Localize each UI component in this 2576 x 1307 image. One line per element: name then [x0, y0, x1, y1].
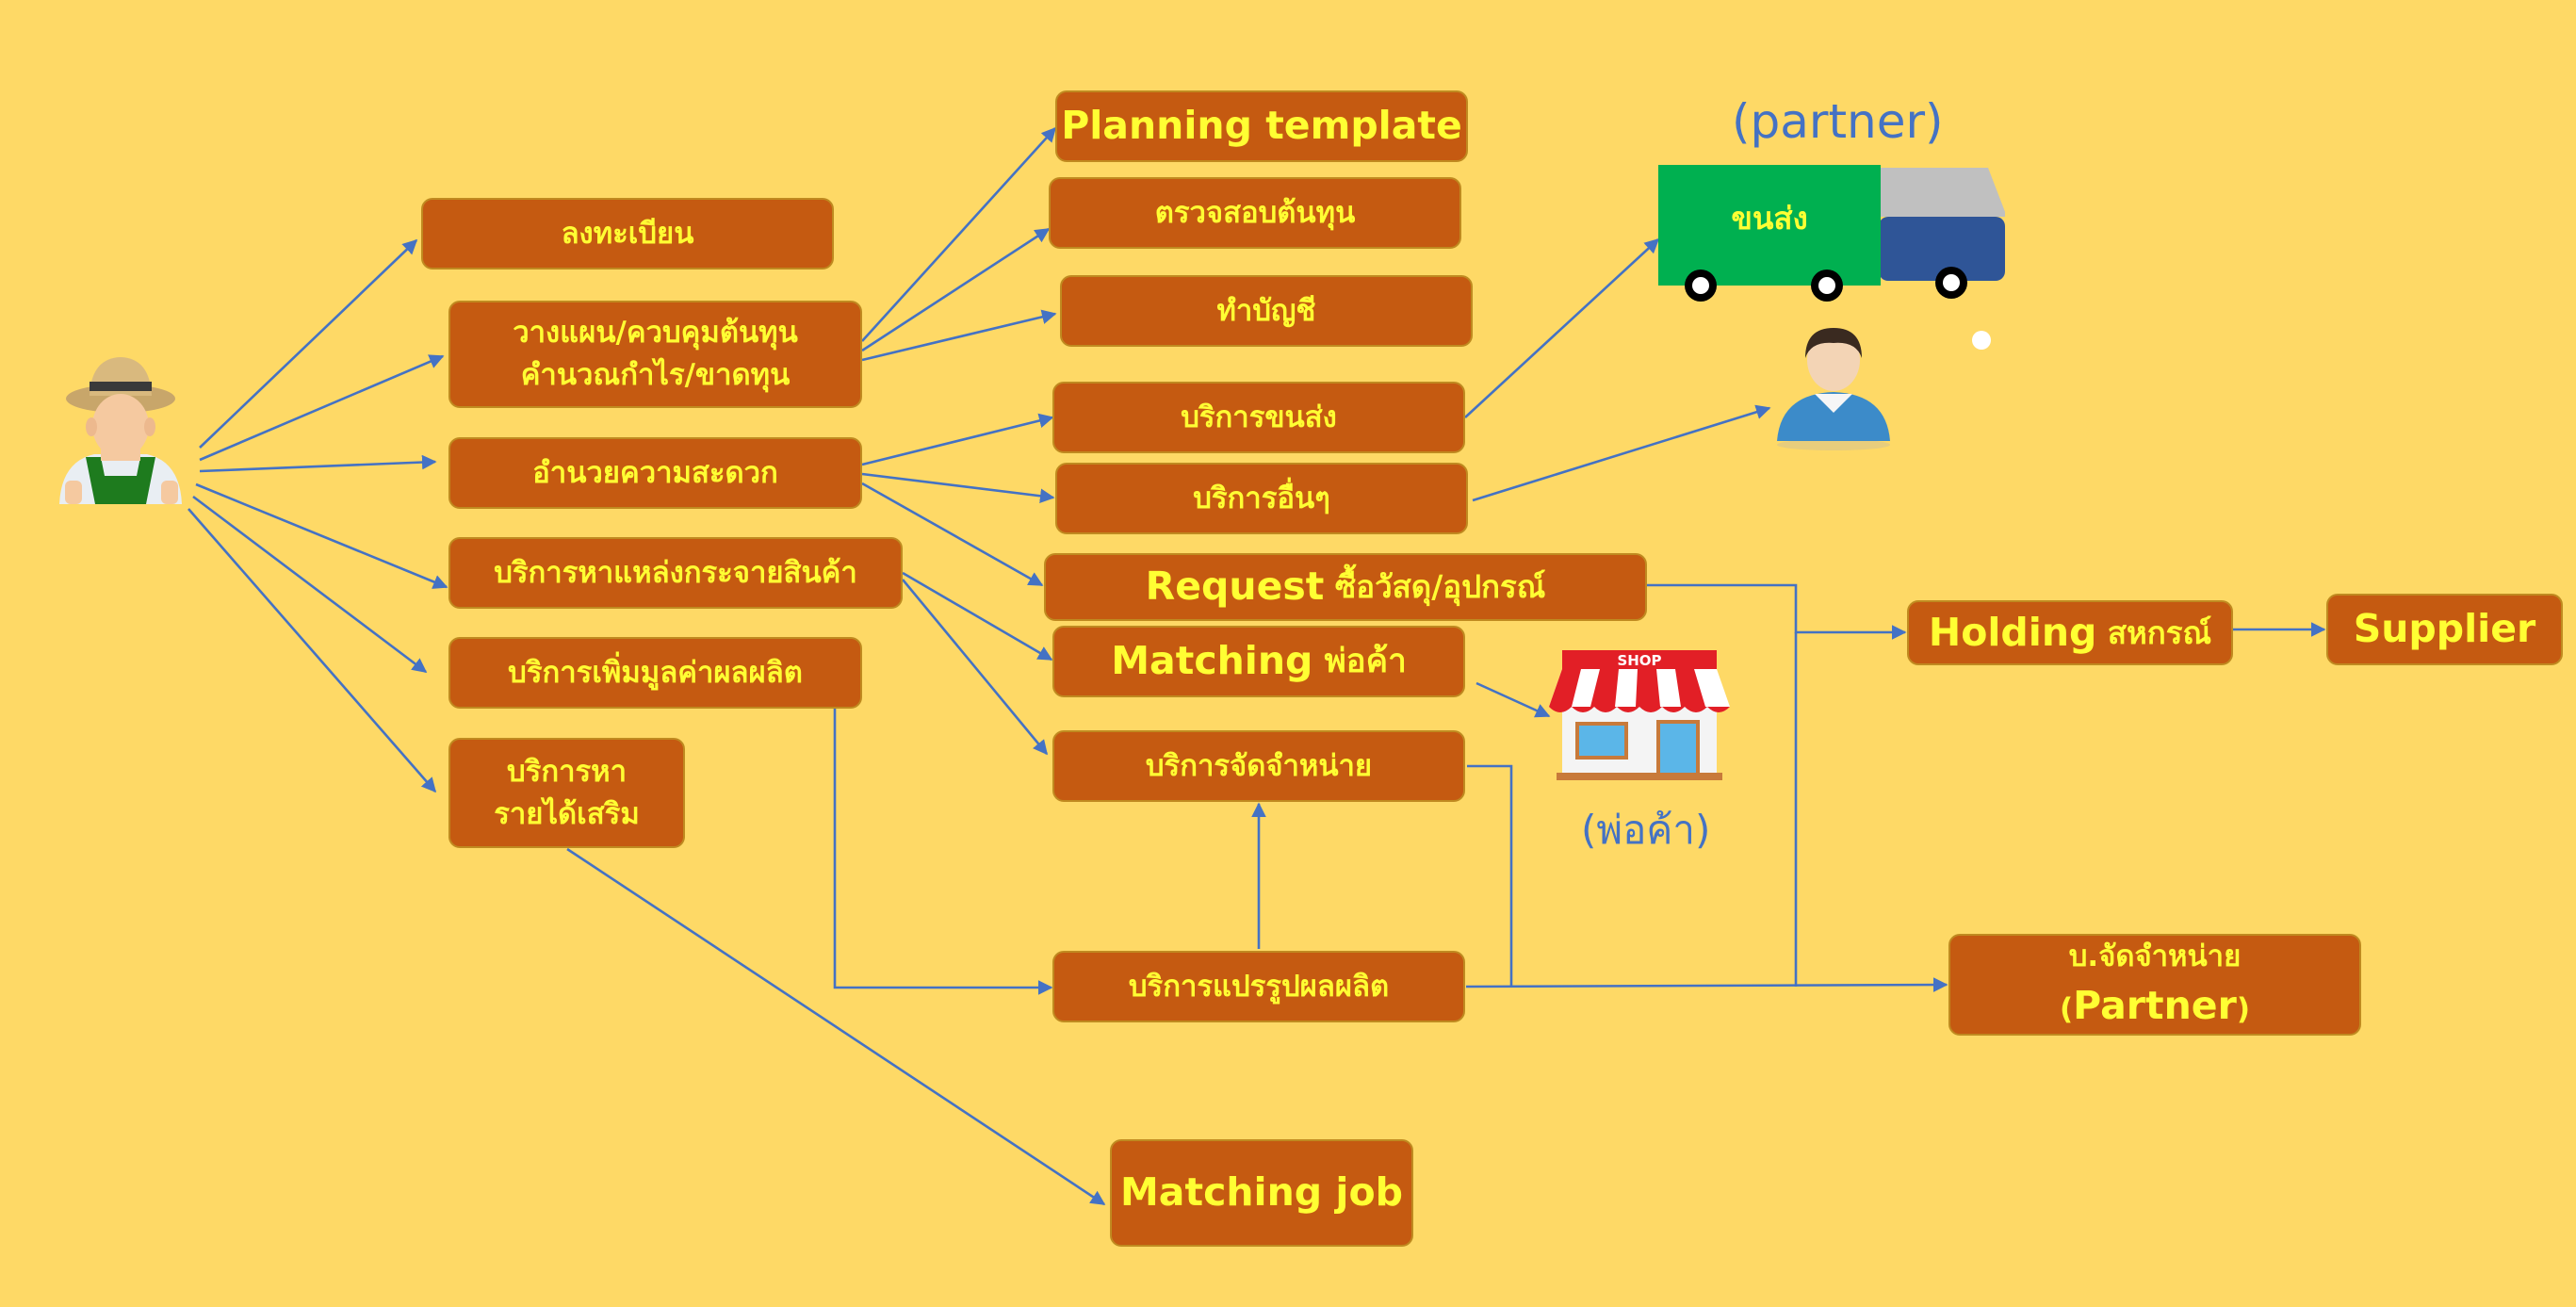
matching-merchant-box[interactable]: Matching พ่อค้า — [1052, 626, 1465, 697]
arrow-conv-other — [861, 472, 1055, 504]
arrow-other-person — [1472, 404, 1771, 502]
extra-income-box[interactable]: บริการหา รายได้เสริม — [448, 738, 685, 848]
shop-icon: SHOP — [1549, 650, 1730, 782]
partner-label: (partner) — [1732, 94, 1944, 149]
arrow-plan-template — [861, 126, 1057, 342]
arrow-farmer-plan — [199, 354, 445, 462]
arrow-dist-service — [901, 579, 1049, 756]
other-services-label: บริการอื่นๆ — [1193, 481, 1330, 515]
shop-graphic — [1549, 650, 1730, 780]
check-cost-box[interactable]: ตรวจสอบต้นทุน — [1049, 177, 1461, 249]
truck-label: ขนส่ง — [1731, 200, 1808, 237]
accounting-label: ทำบัญชี — [1216, 293, 1316, 328]
extra-income-label-1: บริการหา — [507, 754, 627, 789]
add-value-label: บริการเพิ่มมูลค่าผลผลิต — [508, 655, 803, 690]
arrow-transport-truck — [1464, 237, 1660, 418]
distribution-service-label: บริการจัดจำหน่าย — [1145, 748, 1373, 783]
find-distribution-label: บริการหาแหล่งกระจายสินค้า — [494, 555, 857, 590]
plan-cost-label-1: วางแผน/ควบคุมต้นทุน — [513, 316, 798, 351]
truck-graphic — [1658, 165, 2005, 302]
plan-cost-label-2: คำนวณกำไร/ขาดทุน — [520, 358, 791, 392]
arrow-plan-checkcost — [861, 227, 1051, 352]
matching-job-box[interactable]: Matching job — [1110, 1139, 1413, 1247]
supplier-label: Supplier — [2353, 606, 2536, 652]
merchant-label: (พ่อค้า) — [1581, 807, 1711, 853]
decor-dot — [1972, 331, 1991, 350]
distributor-label-1: บ.จัดจำหน่าย — [2068, 939, 2242, 973]
register-box[interactable]: ลงทะเบียน — [421, 198, 834, 270]
holding-suffix: สหกรณ์ — [2096, 613, 2212, 651]
distributor-open: ( — [2060, 991, 2074, 1026]
request-suffix: ซื้อวัสดุ/อุปกรณ์ — [1324, 568, 1546, 606]
arrow-request-holding — [1647, 583, 1907, 640]
farmer-icon — [59, 357, 182, 504]
arrow-farmer-extraincome — [187, 508, 437, 793]
connector-distservice-down — [1467, 764, 1513, 987]
matching-suffix: พ่อค้า — [1312, 642, 1407, 680]
processing-label: บริการแปรรูปผลผลิต — [1128, 969, 1390, 1004]
other-services-box[interactable]: บริการอื่นๆ — [1055, 463, 1468, 534]
holding-box[interactable]: Holding สหกรณ์ — [1907, 600, 2233, 665]
transport-service-box[interactable]: บริการขนส่ง — [1052, 382, 1465, 453]
matching-job-label: Matching job — [1120, 1169, 1403, 1216]
distribution-service-box[interactable]: บริการจัดจำหน่าย — [1052, 730, 1465, 802]
request-box[interactable]: Request ซื้อวัสดุ/อุปกรณ์ — [1044, 553, 1647, 621]
accounting-box[interactable]: ทำบัญชี — [1060, 275, 1473, 347]
distributor-close: ) — [2236, 991, 2250, 1026]
processing-box[interactable]: บริการแปรรูปผลผลิต — [1052, 951, 1465, 1022]
extra-income-label-2: รายได้เสริม — [494, 796, 640, 831]
holding-prefix: Holding — [1928, 609, 2097, 655]
shop-sign: SHOP — [1617, 652, 1662, 669]
arrow-processing-distributor — [1465, 977, 1948, 992]
distributor-box[interactable]: บ.จัดจำหน่าย (Partner) — [1948, 934, 2361, 1036]
arrow-extraincome-matchingjob — [566, 847, 1106, 1206]
supplier-box[interactable]: Supplier — [2326, 594, 2563, 665]
truck-icon: ขนส่ง — [1656, 165, 2005, 306]
arrow-conv-transport — [861, 413, 1054, 466]
arrow-conv-request — [861, 482, 1044, 587]
distributor-label-2-wrap: (Partner) — [2060, 978, 2250, 1034]
matching-prefix: Matching — [1111, 638, 1313, 684]
convenience-box[interactable]: อำนวยความสะดวก — [448, 437, 862, 509]
arrow-addvalue-processing — [833, 709, 1053, 995]
arrow-farmer-distribution — [195, 482, 448, 589]
person-icon — [1777, 328, 1890, 450]
check-cost-label: ตรวจสอบต้นทุน — [1154, 195, 1356, 230]
register-label: ลงทะเบียน — [561, 216, 694, 251]
transport-service-label: บริการขนส่ง — [1181, 400, 1337, 434]
add-value-box[interactable]: บริการเพิ่มมูลค่าผลผลิต — [448, 637, 862, 709]
arrow-farmer-register — [199, 238, 418, 449]
distributor-label-2: Partner — [2073, 982, 2237, 1028]
arrow-farmer-addvalue — [192, 495, 428, 674]
request-prefix: Request — [1145, 564, 1325, 610]
arrow-plan-accounting — [861, 309, 1057, 362]
arrow-dist-matching — [902, 571, 1053, 662]
plan-cost-box[interactable]: วางแผน/ควบคุมต้นทุน คำนวณกำไร/ขาดทุน — [448, 301, 862, 408]
planning-template-label: Planning template — [1061, 103, 1462, 149]
convenience-label: อำนวยความสะดวก — [532, 455, 778, 490]
planning-template-box[interactable]: Planning template — [1055, 90, 1468, 162]
arrow-matching-shop — [1475, 681, 1551, 718]
arrow-farmer-convenience — [199, 454, 437, 473]
find-distribution-box[interactable]: บริการหาแหล่งกระจายสินค้า — [448, 537, 903, 609]
